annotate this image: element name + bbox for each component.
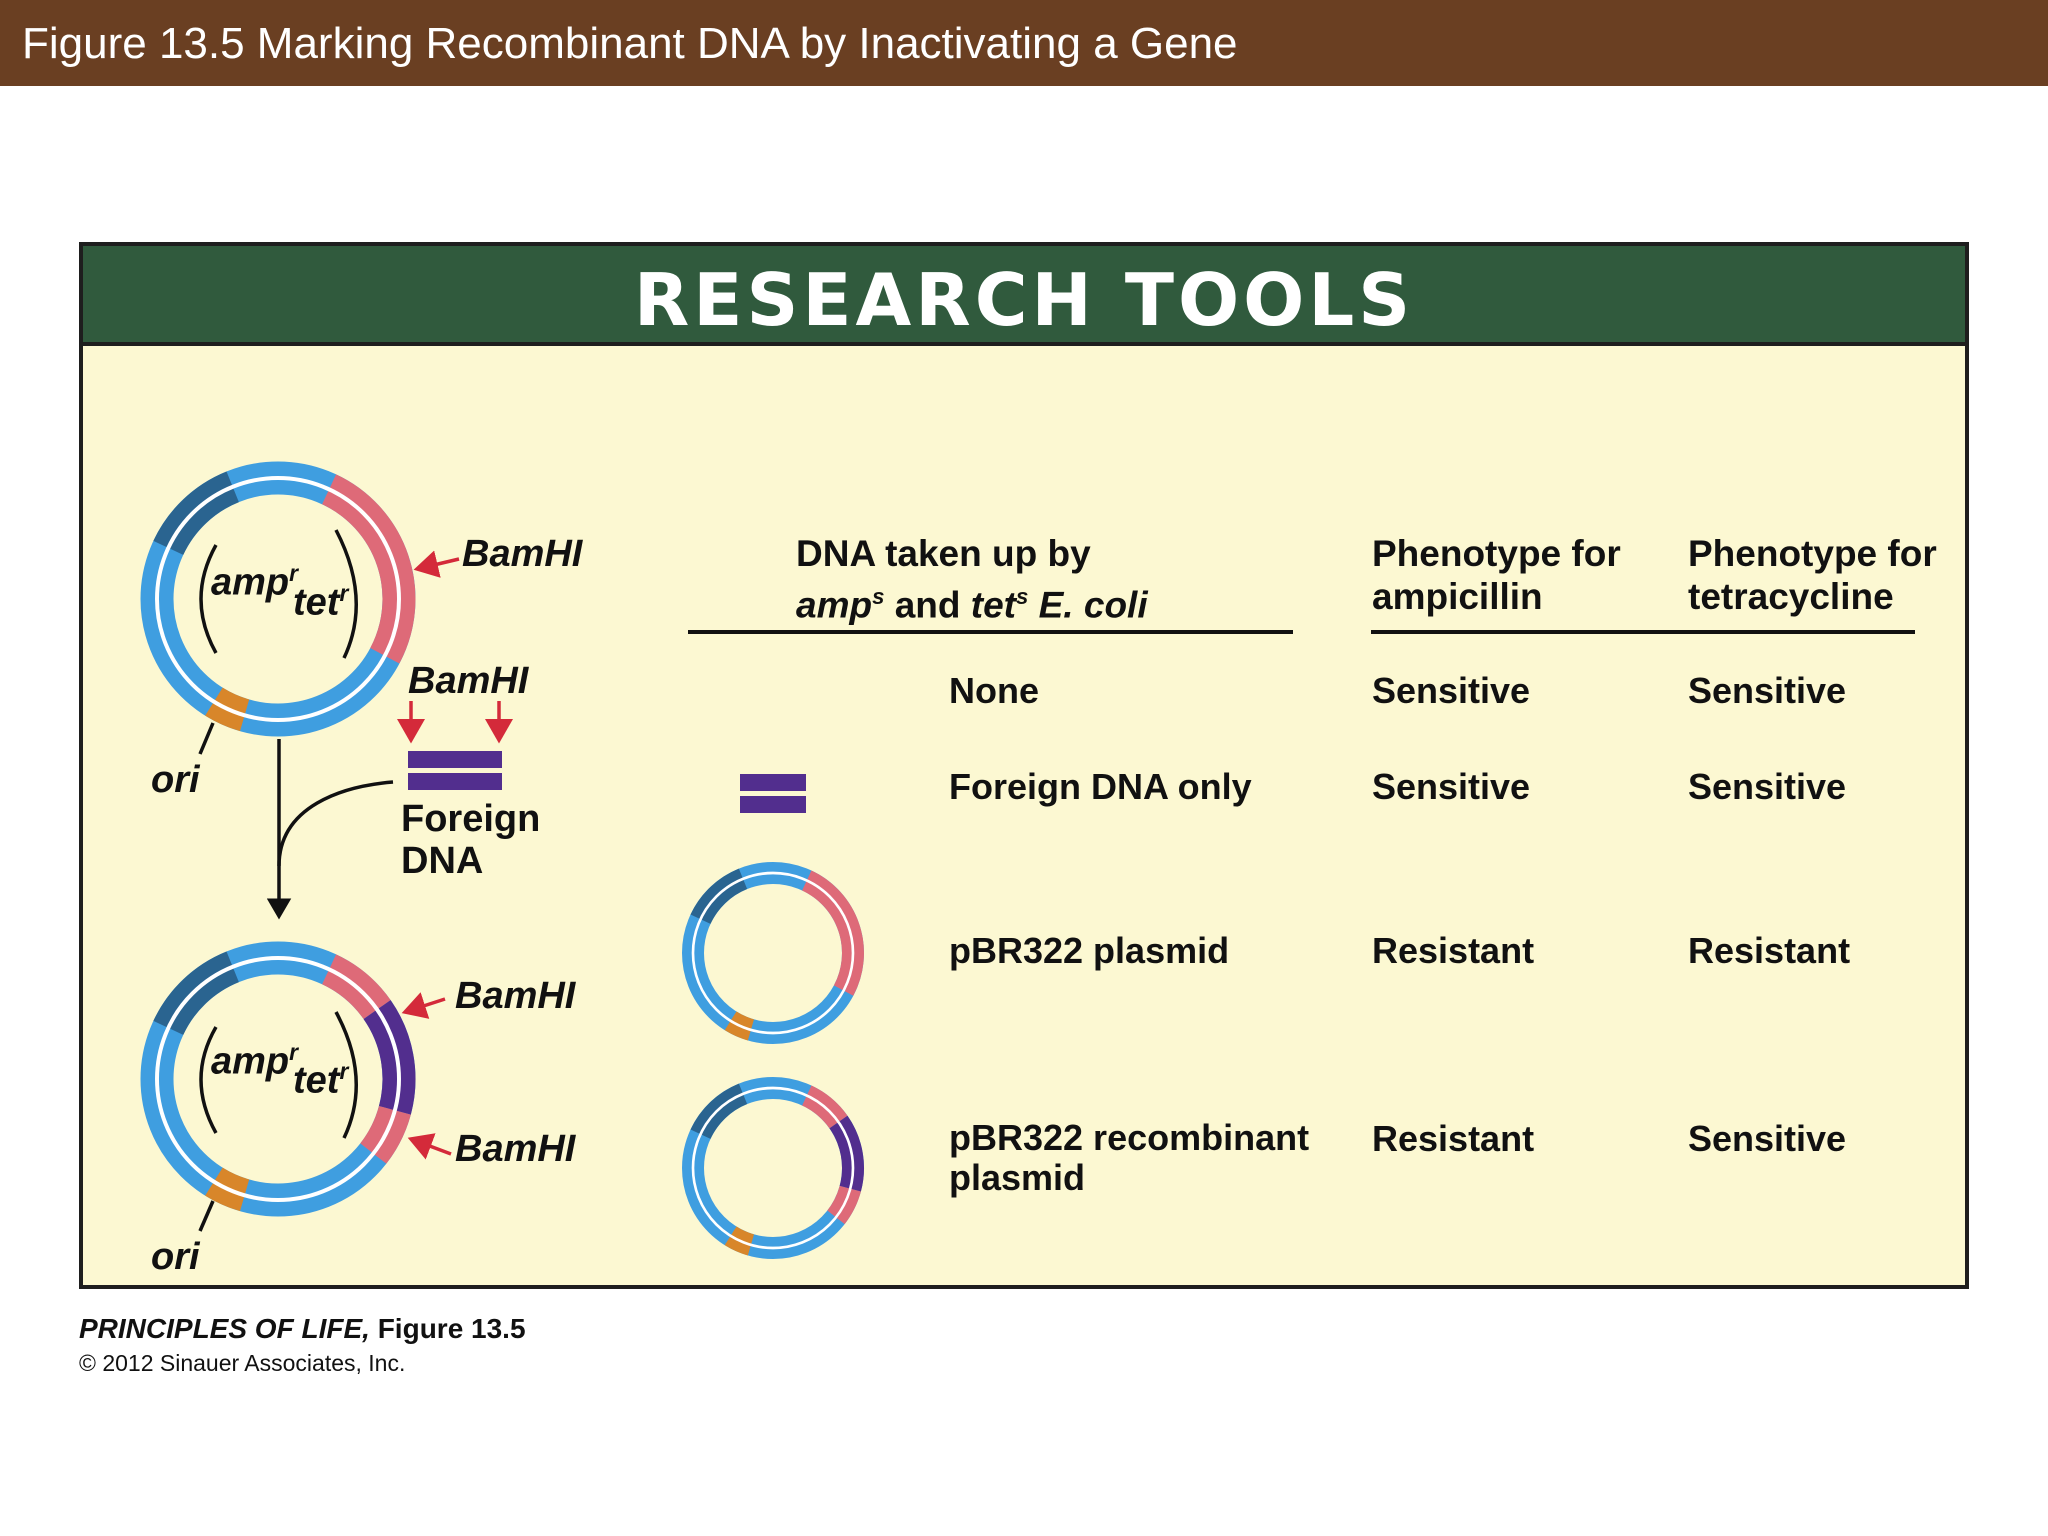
figure-header: RESEARCH TOOLS xyxy=(83,246,1965,346)
row-none-dna: None xyxy=(949,670,1039,711)
bamhi-arrow xyxy=(413,550,460,578)
double-strand-line xyxy=(155,956,401,1202)
row-icon-foreign-dna-top xyxy=(740,774,806,791)
amp-gene-segment xyxy=(153,471,240,556)
amp-gene-segment xyxy=(690,868,748,925)
tet-gene-segment-left xyxy=(801,1085,848,1129)
figure-header-text: RESEARCH TOOLS xyxy=(633,258,1415,342)
credit-line: PRINCIPLES OF LIFE, Figure 13.5 xyxy=(79,1313,526,1344)
row-foreign-dna: Foreign DNA only xyxy=(949,766,1252,807)
foreign-dna-strand-top xyxy=(408,751,502,768)
copyright-line: © 2012 Sinauer Associates, Inc. xyxy=(79,1350,406,1376)
bamhi-cut-label: BamHI xyxy=(408,660,529,702)
recomb-amp-gene-label: ampr xyxy=(211,1039,299,1083)
plasmid-ring xyxy=(140,461,416,737)
plasmid-pbr322-large xyxy=(140,461,460,755)
amp-gene-bracket xyxy=(199,1026,218,1134)
plasmid-diagram xyxy=(140,461,1915,1259)
foreign-dna-label-line2: DNA xyxy=(401,840,484,882)
title-bar: Figure 13.5 Marking Recombinant DNA by I… xyxy=(0,0,2048,86)
tet-gene-bracket xyxy=(334,529,358,659)
plasmid-ring xyxy=(140,941,416,1217)
amp-gene-bracket xyxy=(199,544,218,654)
row-recombinant-dna: pBR322 recombinant plasmid xyxy=(949,1117,1310,1198)
slide-title: Figure 13.5 Marking Recombinant DNA by I… xyxy=(22,19,1238,68)
amp-gene-segment xyxy=(690,1083,748,1140)
row-recombinant-ampicillin: Resistant xyxy=(1372,1118,1535,1159)
ori-label: ori xyxy=(151,759,200,801)
tet-gene-label: tetr xyxy=(293,580,349,624)
foreign-dna-strand-bottom xyxy=(408,773,502,790)
row-recombinant-tetracycline: Sensitive xyxy=(1688,1118,1847,1159)
header-phenotype-ampicillin: Phenotype for ampicillin xyxy=(1372,533,1621,617)
double-strand-line xyxy=(691,871,855,1035)
row-plasmid-ampicillin: Resistant xyxy=(1372,930,1535,971)
row-none-ampicillin: Sensitive xyxy=(1372,670,1531,711)
amp-gene-segment xyxy=(153,951,240,1036)
row-foreign-tetracycline: Sensitive xyxy=(1688,766,1847,807)
row-foreign-ampicillin: Sensitive xyxy=(1372,766,1531,807)
bamhi-arrow-1 xyxy=(401,992,446,1019)
recomb-bamhi-label-1: BamHI xyxy=(455,975,576,1017)
row-plasmid-dna: pBR322 plasmid xyxy=(949,930,1230,971)
row-icon-foreign-dna-bottom xyxy=(740,796,806,813)
recomb-bamhi-label-2: BamHI xyxy=(455,1128,576,1170)
research-tools-figure: RESEARCH TOOLS xyxy=(79,242,1969,1289)
bamhi-arrow-2 xyxy=(407,1133,452,1160)
row-icon-plasmid xyxy=(682,862,864,1044)
double-strand-line xyxy=(691,1086,855,1250)
amp-gene-label: ampr xyxy=(211,560,299,604)
bamhi-label: BamHI xyxy=(462,533,583,575)
plasmid-recombinant-large xyxy=(140,941,452,1232)
tet-gene-segment-left xyxy=(321,954,391,1020)
ori-pointer xyxy=(198,1200,215,1232)
header-phenotype-tetracycline: Phenotype for tetracycline xyxy=(1688,533,1937,617)
header-dna-taken-up: DNA taken up by amps and tets E. coli xyxy=(796,533,1148,626)
foreign-dna-insert xyxy=(266,701,513,920)
recomb-ori-label: ori xyxy=(151,1236,200,1278)
ori-pointer xyxy=(198,722,215,755)
recomb-tet-gene-label: tetr xyxy=(293,1058,349,1102)
foreign-dna-label-line1: Foreign xyxy=(401,798,541,840)
row-icon-recombinant-plasmid xyxy=(682,1077,865,1259)
row-none-tetracycline: Sensitive xyxy=(1688,670,1847,711)
tet-gene-bracket xyxy=(334,1011,358,1139)
double-strand-line xyxy=(155,476,401,722)
row-plasmid-tetracycline: Resistant xyxy=(1688,930,1851,971)
foreign-dna-join-curve xyxy=(277,780,394,867)
